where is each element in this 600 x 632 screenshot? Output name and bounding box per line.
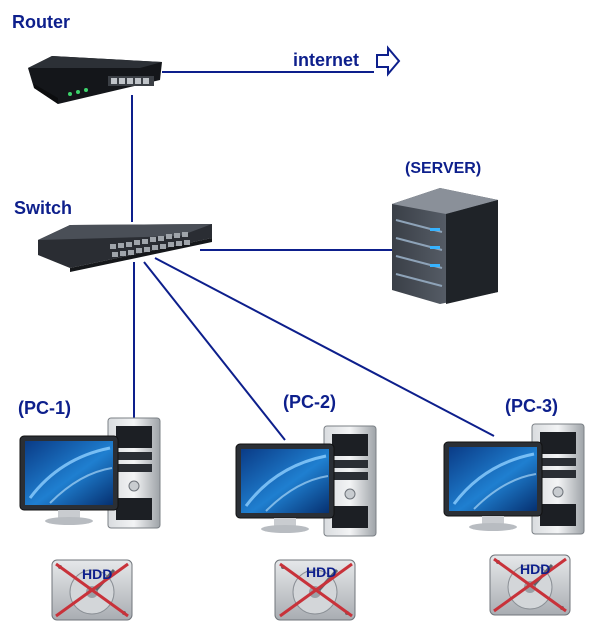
internet-arrow-icon	[376, 45, 401, 77]
switch-icon	[38, 224, 212, 272]
pc2-computer-icon	[234, 424, 378, 538]
pc3-label: (PC-3)	[505, 396, 558, 416]
server-label: (SERVER)	[405, 160, 482, 177]
pc3-hdd-label: HDD	[520, 561, 551, 577]
pc1-label: (PC-1)	[18, 398, 71, 418]
pc2-hdd-icon	[273, 558, 357, 622]
switch-label: Switch	[14, 198, 73, 218]
pc1-computer-icon	[18, 416, 162, 530]
switch-pc2-link	[143, 261, 286, 441]
network-links	[131, 71, 495, 441]
pc2-hdd-label: HDD	[306, 564, 337, 580]
pc3-hdd-icon	[488, 553, 572, 617]
switch-pc3-link	[154, 257, 495, 437]
router-label: Router	[12, 12, 70, 32]
pc1-hdd-icon	[50, 558, 134, 622]
server-icon	[392, 188, 498, 304]
pc1-hdd-label: HDD	[82, 566, 113, 582]
internet-label: internet	[293, 50, 360, 70]
pc2-label: (PC-2)	[283, 392, 336, 412]
router-icon	[28, 56, 162, 104]
pc3-computer-icon	[442, 422, 586, 536]
